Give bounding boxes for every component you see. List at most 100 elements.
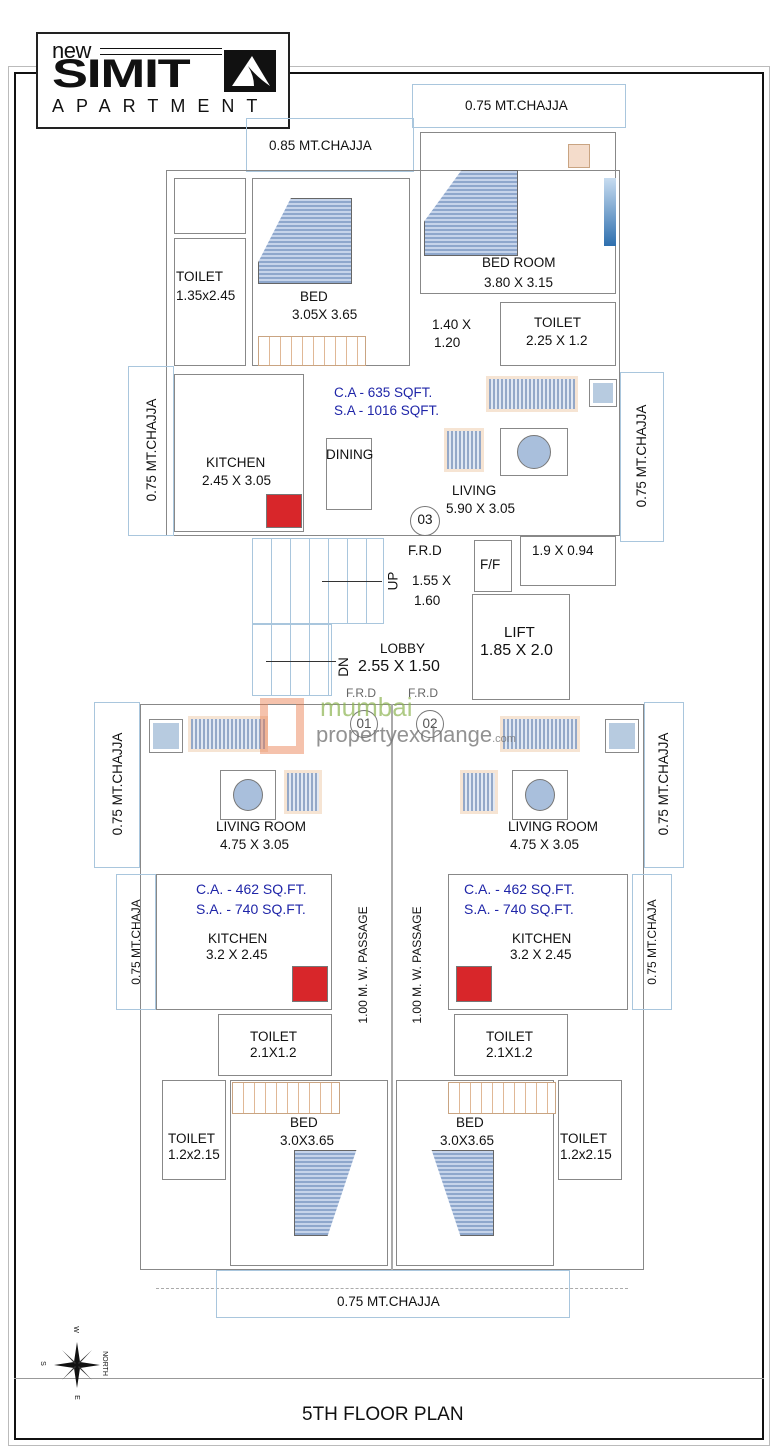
room-size: 3.80 X 3.15 xyxy=(484,275,554,290)
room-label: LIVING ROOM xyxy=(216,819,307,834)
chajja-flat02-right: 0.75 MT.CHAJJA xyxy=(644,702,684,868)
room-bed xyxy=(230,1080,388,1266)
chajja-label: 0.75 MT.CHAJJA xyxy=(110,732,125,836)
dining-table-icon xyxy=(326,438,372,510)
side-table-icon xyxy=(149,719,183,753)
landing-size-2: 1.60 xyxy=(414,593,441,608)
room-label: KITCHEN xyxy=(206,455,266,470)
chajja-flat03-right: 0.75 MT.CHAJJA xyxy=(620,372,664,542)
room-label: TOILET xyxy=(560,1131,608,1146)
passage-size-1: 1.40 X xyxy=(432,317,472,332)
chajja-label: 0.75 MT.CHAJJA xyxy=(337,1294,440,1309)
room-toilet-2 xyxy=(162,1080,226,1180)
compass-south: S xyxy=(38,1361,46,1366)
chajja-top-right: 0.75 MT.CHAJJA xyxy=(412,84,626,128)
landing-size-1: 1.55 X xyxy=(412,573,452,588)
room-size: 2.1X1.2 xyxy=(250,1045,297,1060)
fire-rated-door-label: F.R.D xyxy=(408,686,438,700)
sofa-icon xyxy=(486,376,578,412)
fire-fighting-shaft xyxy=(474,540,512,592)
room-size: 1.2x2.15 xyxy=(168,1147,220,1162)
fire-rated-door-label: F.R.D xyxy=(408,543,442,558)
coffee-table-icon xyxy=(220,770,276,820)
room-label: BED ROOM xyxy=(482,255,556,270)
title-block-divider xyxy=(14,1378,764,1379)
room-size: 2.25 X 1.2 xyxy=(526,333,588,348)
carpet-area: C.A. - 462 SQ.FT. xyxy=(196,881,307,897)
passage-label: 1.00 M. W. PASSAGE xyxy=(410,906,424,1024)
chajja-label: 0.75 MT.CHAJJA xyxy=(656,732,671,836)
logo: new SIMIT APARTMENT xyxy=(36,32,290,129)
room-label: LOBBY xyxy=(380,641,426,656)
logo-name: SIMIT xyxy=(52,52,191,96)
room-label: TOILET xyxy=(486,1029,534,1044)
staircase-down xyxy=(252,624,332,696)
room-size: 3.2 X 2.45 xyxy=(510,947,572,962)
round-table-icon xyxy=(525,779,555,811)
room-label: TOILET xyxy=(176,269,224,284)
lift-shaft xyxy=(472,594,570,700)
side-table-icon xyxy=(589,379,617,407)
room-size: 2.55 X 1.50 xyxy=(358,658,440,675)
room-size: 3.0X3.65 xyxy=(280,1133,335,1148)
drawing-frame xyxy=(14,72,764,1440)
room-size: 1.2x2.15 xyxy=(560,1147,612,1162)
room-label: TOILET xyxy=(250,1029,298,1044)
compass-north: NORTH xyxy=(100,1351,108,1376)
side-table-icon xyxy=(568,144,590,168)
logo-rule xyxy=(100,48,222,55)
room-size: 1.9 X 0.94 xyxy=(532,543,594,558)
wardrobe-icon xyxy=(448,1082,556,1114)
stair-up-label: UP xyxy=(385,571,401,591)
up-arrow-line xyxy=(322,581,382,582)
watermark-logo-icon xyxy=(260,698,304,754)
room-label: TOILET xyxy=(534,315,582,330)
duct xyxy=(174,178,246,234)
chajja-label: 0.75 MT.CHAJJA xyxy=(634,404,649,508)
armchair-icon xyxy=(444,428,484,472)
flat-03-outline xyxy=(166,170,620,536)
sofa-icon xyxy=(500,716,580,752)
compass-west: W xyxy=(71,1326,79,1333)
flat-number-badge: 01 xyxy=(350,710,378,738)
plan-title: 5TH FLOOR PLAN xyxy=(302,1404,464,1425)
room-size: 1.85 X 2.0 xyxy=(480,642,553,659)
round-table-icon xyxy=(517,435,551,469)
chajja-label: 0.75 MT.CHAJA xyxy=(129,899,143,985)
chajja-label: 0.75 MT.CHAJJA xyxy=(465,98,568,113)
chajja-label: 0.75 MT.CHAJA xyxy=(645,899,659,985)
room-size: 3.0X3.65 xyxy=(440,1133,495,1148)
chajja-bottom: 0.75 MT.CHAJJA xyxy=(216,1270,570,1318)
room-utility xyxy=(520,536,616,586)
chajja-flat02-kitchen: 0.75 MT.CHAJA xyxy=(632,874,672,1010)
compass-east: E xyxy=(72,1395,80,1400)
room-label: KITCHEN xyxy=(208,931,268,946)
bed-icon xyxy=(258,198,352,284)
stair-down-label: DN xyxy=(335,657,351,677)
chajja-flat01-left: 0.75 MT.CHAJJA xyxy=(94,702,140,868)
armchair-icon xyxy=(460,770,498,814)
saleable-area: S.A. - 740 SQ.FT. xyxy=(464,901,574,917)
watermark-line2: propertyexchange.com xyxy=(316,722,516,747)
wardrobe-blue-icon xyxy=(604,178,616,246)
flat-number-badge: 02 xyxy=(416,710,444,738)
room-label: DINING xyxy=(326,447,374,462)
saleable-area: S.A - 1016 SQFT. xyxy=(334,403,440,418)
carpet-area: C.A. - 462 SQ.FT. xyxy=(464,881,575,897)
room-label: KITCHEN xyxy=(512,931,572,946)
room-toilet-2 xyxy=(558,1080,622,1180)
drawing-frame-outer xyxy=(8,66,770,1446)
carpet-area: C.A - 635 SQFT. xyxy=(334,385,433,400)
coffee-table-icon xyxy=(512,770,568,820)
watermark-line1: mumbai xyxy=(320,692,413,722)
chajja-flat03-left: 0.75 MT.CHAJJA xyxy=(128,366,174,536)
fridge-icon xyxy=(456,966,492,1002)
room-label: LIFT xyxy=(504,624,535,641)
chajja-label: 0.75 MT.CHAJJA xyxy=(144,398,159,502)
party-wall xyxy=(391,704,393,1270)
chajja-label: 0.85 MT.CHAJJA xyxy=(269,138,372,153)
chajja-top-left: 0.85 MT.CHAJJA xyxy=(246,118,414,172)
saleable-area: S.A. - 740 SQ.FT. xyxy=(196,901,306,917)
room-kitchen xyxy=(448,874,628,1010)
side-table-icon xyxy=(605,719,639,753)
